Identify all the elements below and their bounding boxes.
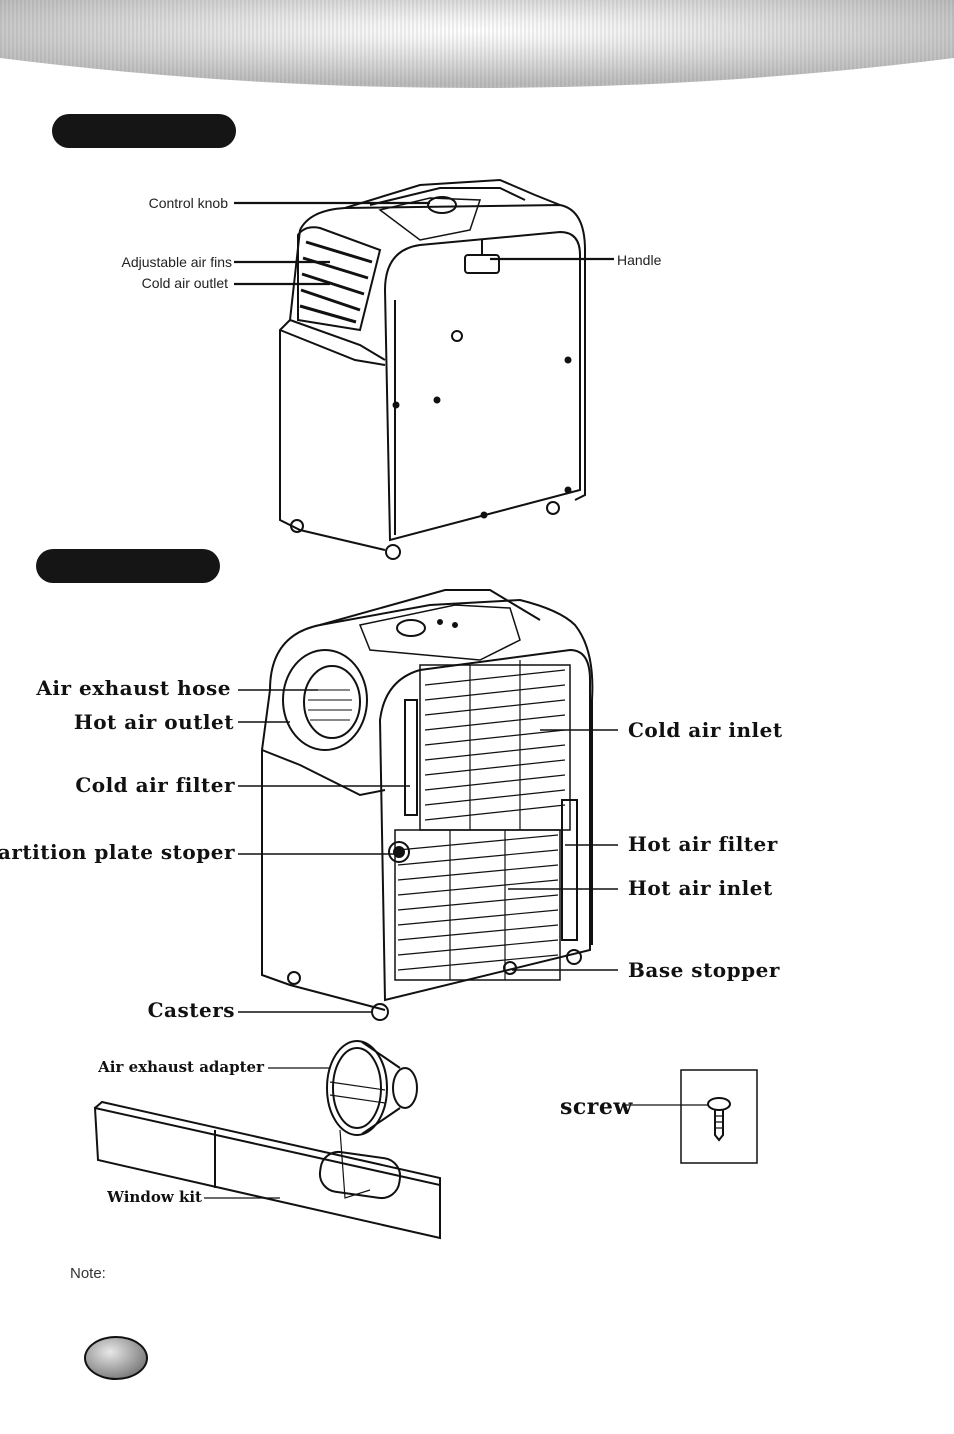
label-casters: Casters (147, 998, 235, 1022)
label-cold-air-outlet: Cold air outlet (141, 275, 228, 291)
label-hot-air-inlet: Hot air inlet (628, 876, 773, 900)
label-cold-air-filter: Cold air filter (75, 773, 235, 797)
note-label: Note: (70, 1265, 106, 1282)
label-hot-air-filter: Hot air filter (628, 832, 778, 856)
label-partition-plate-stoper: Partition plate stoper (0, 840, 235, 864)
section-pill-rear (36, 549, 220, 583)
label-control-knob: Control knob (148, 195, 228, 211)
label-screw: screw (560, 1094, 633, 1120)
section-pill-front (52, 114, 236, 148)
label-base-stopper: Base stopper (628, 958, 780, 982)
page-number-badge (84, 1336, 148, 1380)
accessories-drawing (93, 1040, 758, 1240)
rear-view-drawing (238, 589, 618, 1021)
label-hot-air-outlet: Hot air outlet (73, 710, 234, 734)
header-band (0, 0, 954, 88)
label-air-exhaust-adapter: Air exhaust adapter (98, 1058, 264, 1076)
label-air-exhaust-hose: Air exhaust hose (36, 676, 231, 700)
label-window-kit: Window kit (107, 1188, 202, 1206)
label-adjustable-air-fins: Adjustable air fins (121, 254, 232, 270)
label-handle: Handle (617, 252, 662, 268)
front-view-drawing (234, 178, 614, 560)
label-cold-air-inlet: Cold air inlet (628, 718, 783, 742)
